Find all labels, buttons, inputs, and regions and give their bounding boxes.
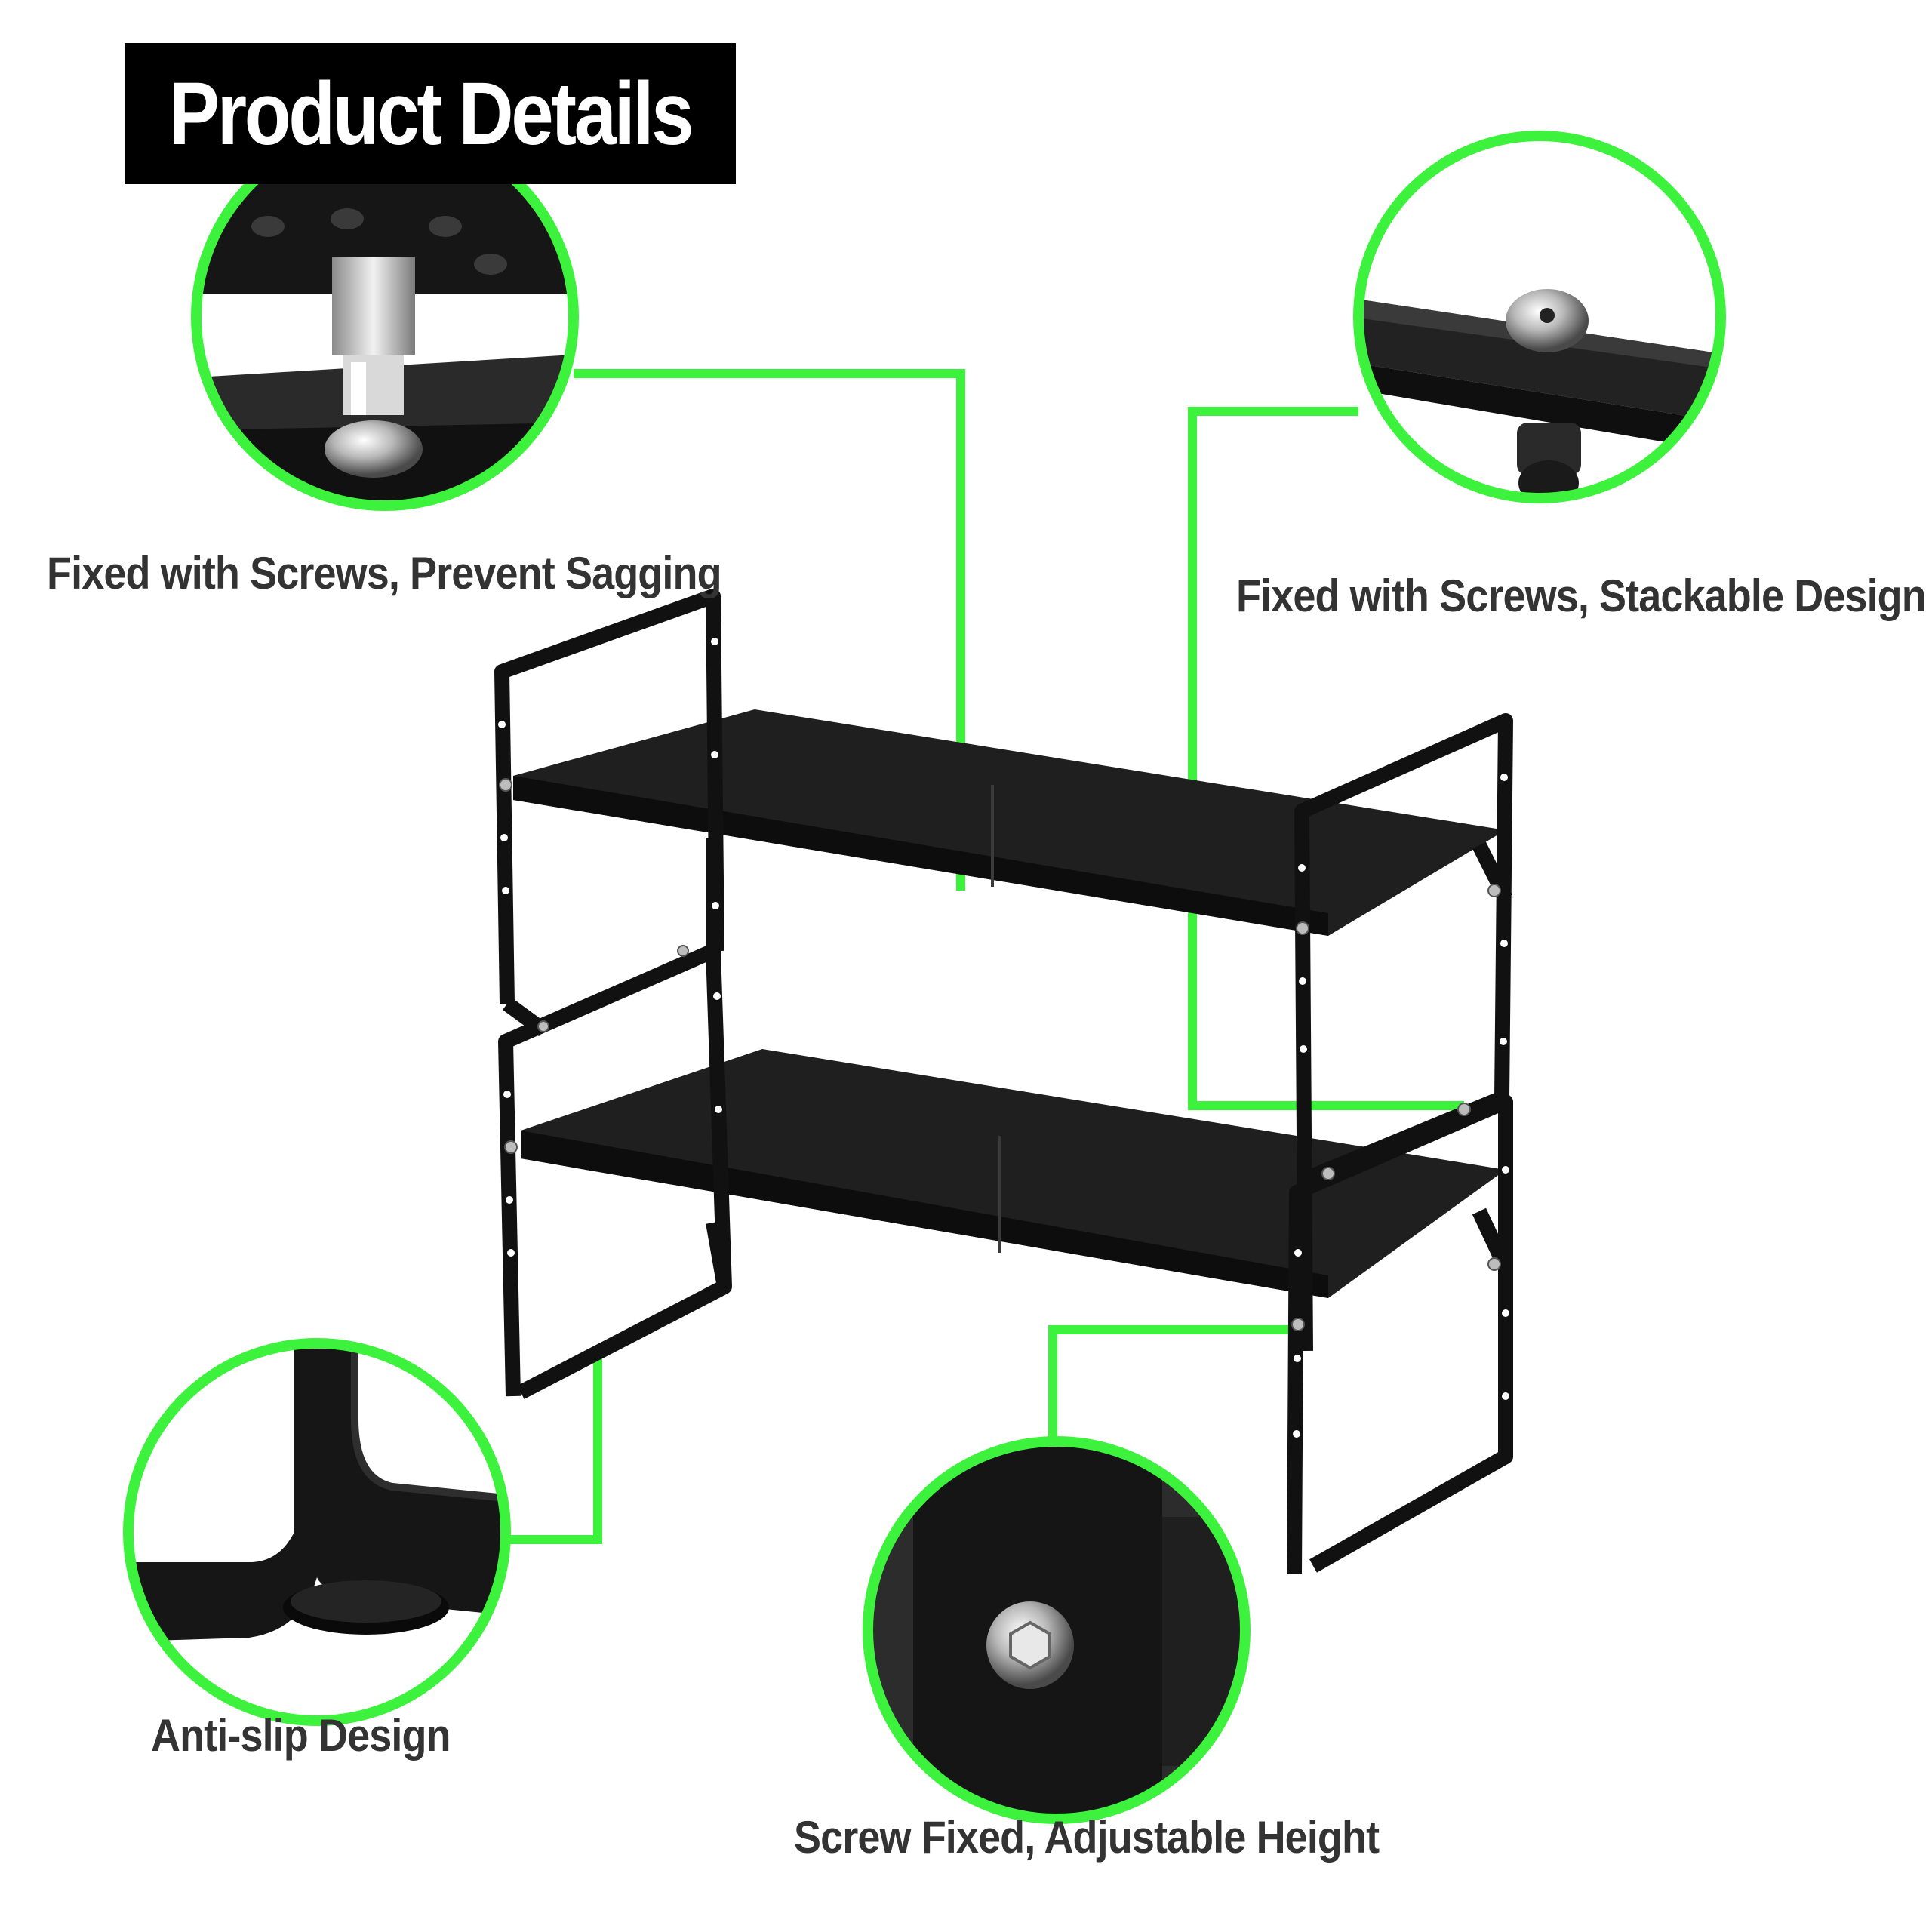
- closeup-sagging-screw: [191, 123, 579, 511]
- connector-line-anti-slip: [504, 1355, 602, 1544]
- feature-label-height: Screw Fixed, Adjustable Height: [794, 1812, 1380, 1863]
- left-frame-bottom-unit: [498, 943, 732, 1399]
- closeup-hex-screw: [863, 1436, 1251, 1824]
- feature-label-anti-slip: Anti-slip Design: [151, 1710, 451, 1761]
- feature-label-sagging: Fixed with Screws, Prevent Sagging: [47, 548, 722, 598]
- closeup-stackable-screw: [1353, 131, 1726, 503]
- right-frame-top-unit: [1294, 713, 1513, 1352]
- page-title: Product Details: [168, 63, 694, 164]
- connector-line-stackable: [1188, 407, 1464, 1110]
- connector-lines: [504, 369, 1464, 1544]
- title-banner: Product Details: [125, 43, 736, 184]
- bottom-shelf-board: [521, 1049, 1506, 1298]
- feature-label-stackable: Fixed with Screws, Stackable Design: [1236, 571, 1927, 621]
- shelf-product-image: [494, 589, 1513, 1574]
- connector-line-height: [1048, 1325, 1294, 1441]
- closeup-anti-slip-foot: [123, 1338, 511, 1726]
- top-shelf-board: [513, 709, 1506, 936]
- connector-line-sagging: [574, 369, 965, 891]
